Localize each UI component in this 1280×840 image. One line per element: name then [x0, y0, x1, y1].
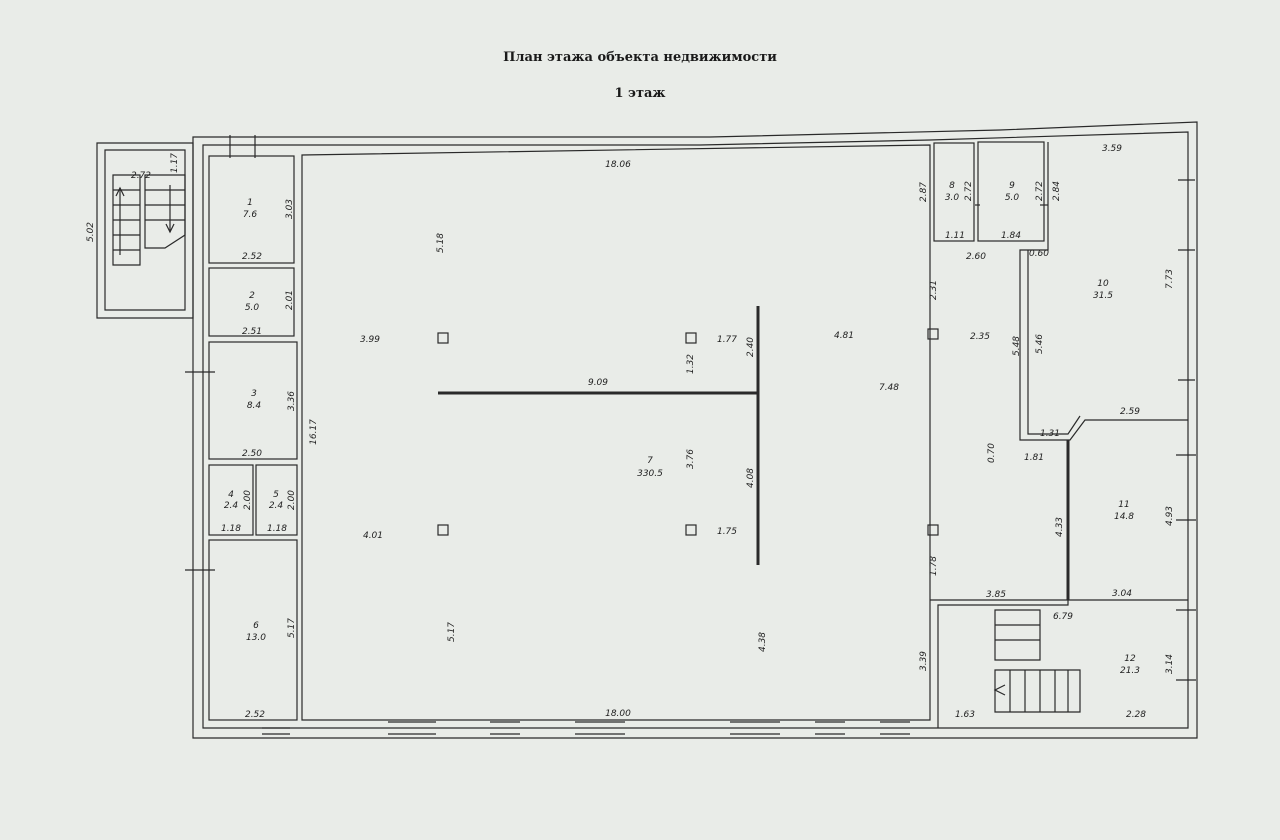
entry-stair — [96, 142, 194, 319]
dim-stair-top: 1.17 — [170, 153, 180, 173]
room-7-number: 7 — [647, 456, 653, 466]
dim-r10-w: 3.59 — [1102, 144, 1122, 154]
dim-stair-h: 5.02 — [86, 222, 96, 242]
outer-walls — [192, 121, 1198, 739]
dim-546: 5.46 — [1035, 334, 1045, 354]
dim-235: 2.35 — [970, 332, 990, 342]
dim-385: 3.85 — [986, 590, 1006, 600]
room-2-number: 2 — [249, 291, 255, 301]
dim-408: 4.08 — [746, 468, 756, 488]
room-12-area: 21.3 — [1120, 666, 1140, 676]
room-11-area: 14.8 — [1114, 512, 1134, 522]
room-labels: 1 7.6 2 5.0 3 8.4 4 2.4 5 2.4 6 13.0 7 3… — [224, 181, 1140, 676]
room-7-area: 330.5 — [637, 469, 663, 479]
dim-548: 5.48 — [1012, 336, 1022, 356]
dim-r8-w: 1.11 — [945, 231, 965, 241]
room-10-area: 31.5 — [1093, 291, 1113, 301]
dim-r4-w: 1.18 — [221, 524, 241, 534]
room-6-number: 6 — [253, 621, 259, 631]
dim-399: 3.99 — [360, 335, 380, 345]
room-3-area: 8.4 — [247, 401, 262, 411]
dim-132: 1.32 — [686, 354, 696, 374]
dim-r3-w: 2.50 — [242, 449, 262, 459]
room-12-stair — [930, 599, 1196, 728]
room-9-area: 5.0 — [1005, 193, 1020, 203]
dim-314: 3.14 — [1165, 654, 1175, 674]
room-12-number: 12 — [1124, 654, 1136, 664]
dim-r6-h: 5.17 — [287, 618, 297, 638]
dim-070: 0.70 — [987, 443, 997, 463]
room-8-number: 8 — [949, 181, 955, 191]
dim-r9-h: 2.72 — [1035, 181, 1045, 201]
dim-hall-top: 18.06 — [605, 160, 631, 170]
main-hall — [301, 144, 939, 735]
left-rooms — [185, 135, 298, 735]
room-2-area: 5.0 — [245, 303, 260, 313]
dim-r9-h2: 2.84 — [1052, 181, 1062, 201]
dim-hall-bottom: 18.00 — [605, 709, 631, 719]
dim-r6-w: 2.52 — [245, 710, 265, 720]
dim-hall-left: 16.17 — [309, 419, 319, 445]
dim-679: 6.79 — [1053, 612, 1073, 622]
dim-177: 1.77 — [717, 335, 737, 345]
dim-304: 3.04 — [1112, 589, 1132, 599]
rooms-8-9 — [933, 141, 1048, 242]
dim-259: 2.59 — [1120, 407, 1140, 417]
plan-title: План этажа объекта недвижимости — [503, 50, 777, 65]
dim-376: 3.76 — [686, 449, 696, 469]
room-1-area: 7.6 — [243, 210, 258, 220]
room-6-area: 13.0 — [246, 633, 266, 643]
room-10-number: 10 — [1097, 279, 1109, 289]
dim-r5-h: 2.00 — [287, 490, 297, 510]
room-1-number: 1 — [247, 198, 253, 208]
dim-r11-h: 4.33 — [1055, 517, 1065, 537]
dim-401: 4.01 — [363, 531, 383, 541]
dim-178: 1.78 — [929, 556, 939, 576]
dim-181: 1.81 — [1024, 453, 1044, 463]
dim-131: 1.31 — [1040, 429, 1060, 439]
floor-label: 1 этаж — [614, 86, 666, 101]
dim-260: 2.60 — [966, 252, 986, 262]
room-11-number: 11 — [1118, 500, 1129, 510]
dim-r8-h: 2.72 — [964, 181, 974, 201]
dim-r4-h: 2.00 — [243, 490, 253, 510]
dim-r3-h: 3.36 — [287, 391, 297, 411]
dim-175: 1.75 — [717, 527, 737, 537]
dim-287: 2.87 — [919, 182, 929, 202]
dimensions-horizontal: 2.72 2.52 2.51 2.50 1.18 1.18 2.52 18.06… — [131, 144, 1146, 720]
room-3-number: 3 — [251, 389, 257, 399]
room-11-walls — [1066, 440, 1196, 601]
dimensions-vertical: 5.02 1.17 3.03 2.01 3.36 2.00 2.00 5.17 … — [86, 153, 1175, 674]
dim-339: 3.39 — [919, 651, 929, 671]
dim-r5-w: 1.18 — [267, 524, 287, 534]
room-9-number: 9 — [1009, 181, 1015, 191]
dim-517: 5.17 — [447, 622, 457, 642]
dim-909: 9.09 — [588, 378, 608, 388]
dim-r2-w: 2.51 — [242, 327, 262, 337]
dim-r1-h: 3.03 — [285, 199, 295, 219]
dim-438: 4.38 — [758, 632, 768, 652]
dim-r9-w: 1.84 — [1001, 231, 1021, 241]
dim-748: 7.48 — [879, 383, 899, 393]
room-10-walls — [1019, 142, 1195, 441]
dim-481: 4.81 — [834, 331, 854, 341]
dim-518: 5.18 — [436, 233, 446, 253]
dim-r10-h: 7.73 — [1165, 269, 1175, 289]
dim-r11-h2: 4.93 — [1165, 506, 1175, 526]
dim-231: 2.31 — [929, 280, 939, 300]
room-4-area: 2.4 — [224, 501, 239, 511]
room-5-area: 2.4 — [269, 501, 284, 511]
dim-r2-h: 2.01 — [285, 290, 295, 310]
dim-240: 2.40 — [746, 337, 756, 357]
dim-r1-w: 2.52 — [242, 252, 262, 262]
room-5-number: 5 — [273, 490, 279, 500]
room-4-number: 4 — [228, 490, 234, 500]
dim-228: 2.28 — [1126, 710, 1146, 720]
dim-060: 0.60 — [1029, 249, 1049, 259]
dim-163: 1.63 — [955, 710, 975, 720]
room-8-area: 3.0 — [945, 193, 960, 203]
dim-stair-w: 2.72 — [131, 171, 151, 181]
